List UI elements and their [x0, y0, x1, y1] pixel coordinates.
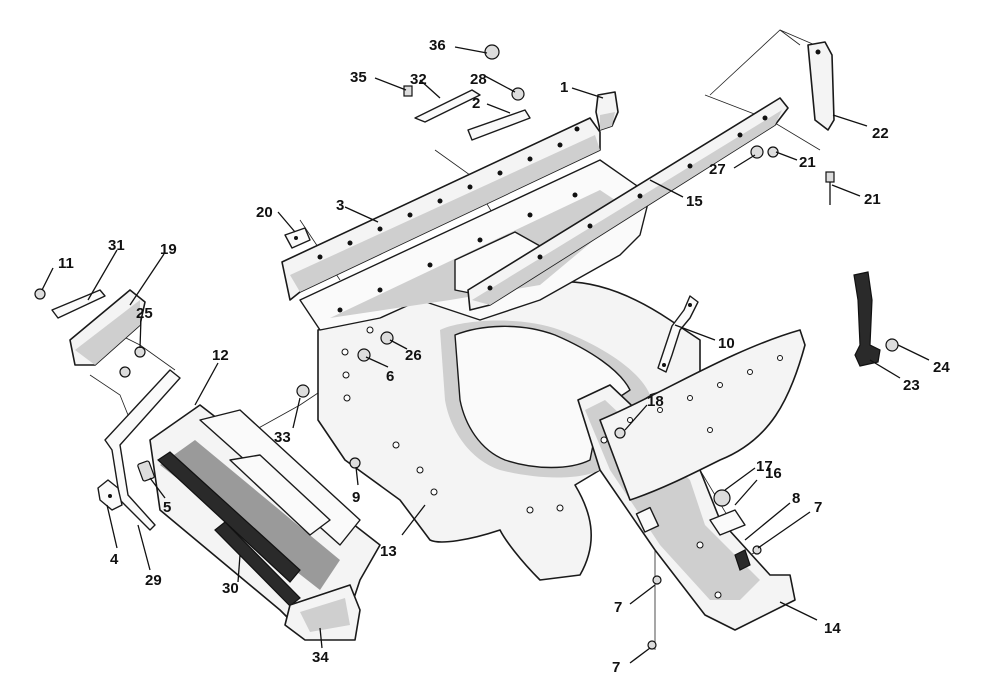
callout-3: 3 — [336, 197, 344, 214]
callout-33: 33 — [274, 429, 291, 446]
callout-30: 30 — [222, 580, 239, 597]
callout-6: 6 — [386, 368, 394, 385]
callout-12: 12 — [212, 347, 229, 364]
callout-27: 27 — [709, 161, 726, 178]
callout-21a: 21 — [799, 154, 816, 171]
part-22-upright — [807, 41, 835, 131]
part-15-brace — [467, 97, 789, 311]
part-2-plate — [467, 109, 531, 141]
callout-20: 20 — [256, 204, 273, 221]
callout-34: 34 — [312, 649, 329, 666]
callout-11: 11 — [58, 255, 74, 272]
callout-1: 1 — [560, 79, 568, 96]
callout-29: 29 — [145, 572, 162, 589]
callout-13: 13 — [380, 543, 397, 560]
callout-28: 28 — [470, 71, 487, 88]
part-1-bracket — [595, 91, 619, 131]
part-10-bracket — [657, 295, 699, 373]
part-3-rear-rail — [281, 117, 601, 301]
callout-8: 8 — [792, 490, 800, 507]
callout-25: 25 — [136, 305, 153, 322]
callout-22: 22 — [872, 125, 889, 142]
callout-9: 9 — [352, 489, 360, 506]
callout-32: 32 — [410, 71, 427, 88]
callout-7a: 7 — [614, 599, 622, 616]
callout-7c: 7 — [814, 499, 822, 516]
front-wing-panel — [599, 329, 806, 501]
callout-26: 26 — [405, 347, 422, 364]
part-32-strap — [414, 89, 481, 123]
part-12-grille-housing — [149, 404, 381, 631]
part-30-grille-vent — [157, 451, 301, 607]
callout-31: 31 — [108, 237, 125, 254]
callout-21b: 21 — [864, 191, 881, 208]
callout-24: 24 — [933, 359, 950, 376]
callout-18: 18 — [647, 393, 664, 410]
callouts: 1 2 3 4 5 6 7 7 7 8 9 10 11 12 13 14 15 … — [58, 37, 950, 676]
part-19-bracket — [69, 289, 146, 366]
callout-2: 2 — [472, 95, 480, 112]
part-34-grille-tip — [284, 584, 361, 641]
callout-4: 4 — [110, 551, 119, 568]
callout-5: 5 — [163, 499, 171, 516]
callout-15: 15 — [686, 193, 703, 210]
callout-14: 14 — [824, 620, 841, 637]
leader-lines — [41, 46, 930, 664]
callout-36: 36 — [429, 37, 446, 54]
rear-panel — [299, 159, 651, 331]
part-23-latch — [853, 271, 881, 367]
part-4-clip — [97, 479, 123, 511]
callout-35: 35 — [350, 69, 367, 86]
callout-17: 17 — [756, 458, 773, 475]
part-13-fender-body — [317, 281, 701, 581]
part-31-strip — [51, 289, 106, 319]
callout-16: 16 — [765, 465, 782, 482]
part-5-bolt — [137, 460, 155, 482]
part-29-side-rod — [104, 369, 181, 531]
callout-19: 19 — [160, 241, 177, 258]
callout-23: 23 — [903, 377, 920, 394]
part-20-bracket — [284, 227, 311, 249]
callout-10: 10 — [718, 335, 735, 352]
hardware — [34, 44, 899, 650]
callout-7b: 7 — [612, 659, 620, 676]
